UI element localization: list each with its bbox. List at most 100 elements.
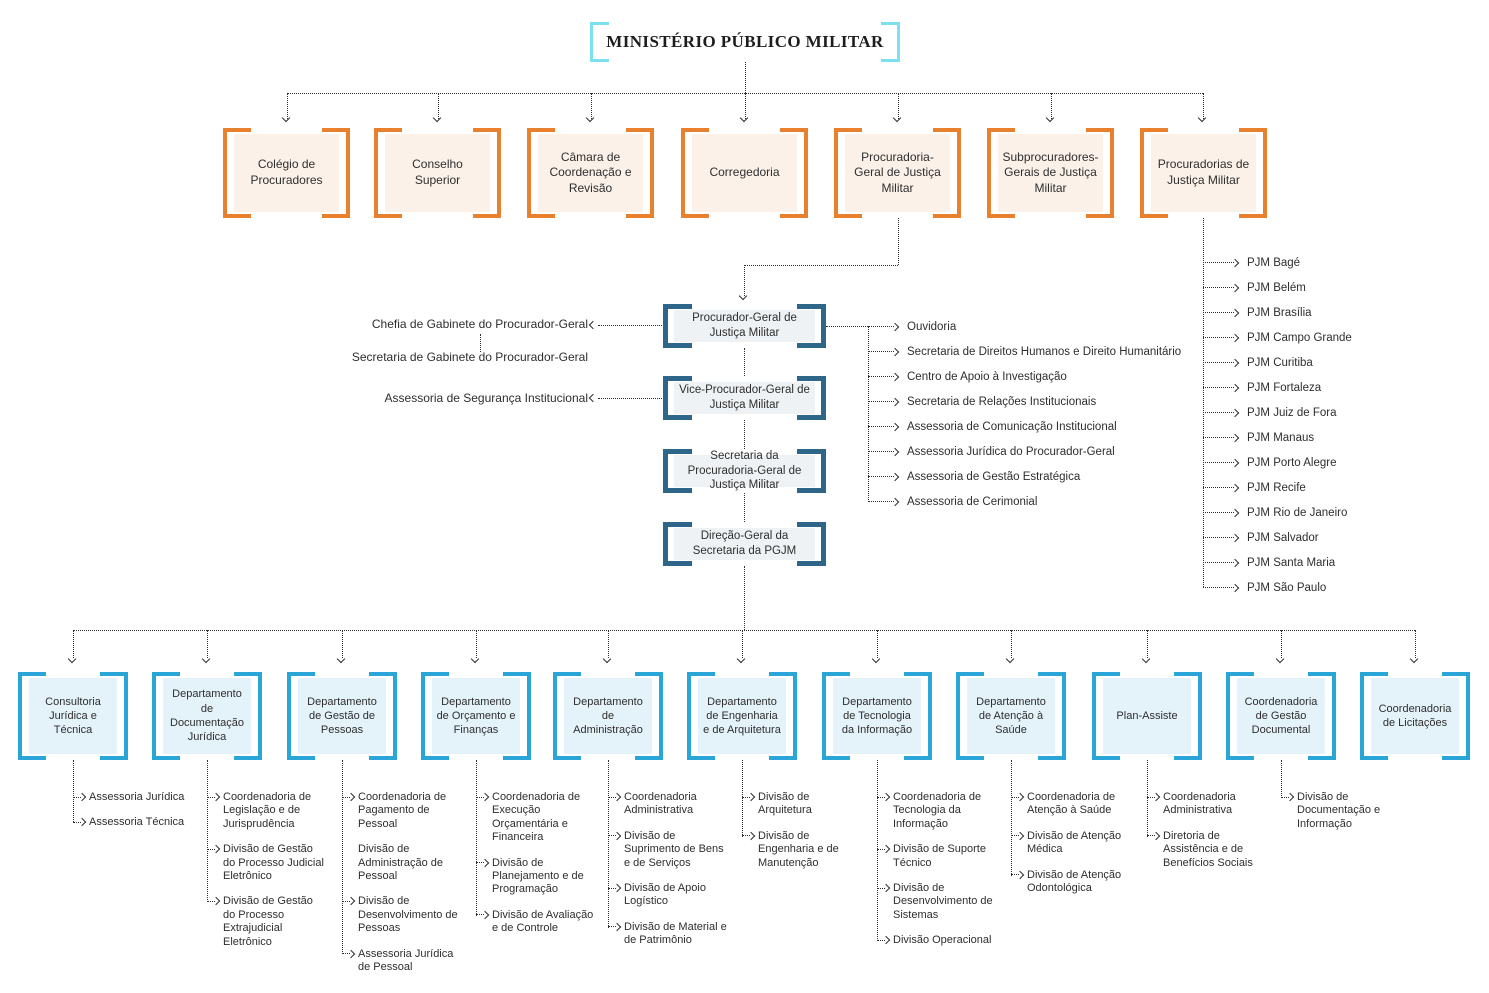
list-item-label: Divisão de Documentação e Informação — [1297, 791, 1381, 830]
list-item-label: PJM Bagé — [1247, 256, 1301, 269]
list-item-label: Divisão de Suprimento de Bens e de Servi… — [624, 829, 724, 869]
box-label: Coordenadoria de Gestão Documental — [1244, 695, 1318, 737]
list-item: Assessoria Jurídica — [73, 791, 193, 804]
arrow-down-icon — [1045, 113, 1055, 123]
list-item-label: Centro de Apoio à Investigação — [907, 370, 1067, 383]
department-box: Departamento de Engenharia e de Arquitet… — [687, 672, 797, 760]
list-item-label: PJM Campo Grande — [1247, 331, 1352, 344]
center-box-vice-procurador: Vice-Procurador-Geral de Justiça Militar — [663, 376, 826, 420]
list-item-label: Coordenadoria de Execução Orçamentária e… — [492, 791, 581, 844]
level2-box: Subprocuradores-Gerais de Justiça Milita… — [987, 128, 1114, 218]
arrow-down-icon — [432, 113, 442, 123]
connector-line — [744, 420, 745, 449]
department-box: Coordenadoria de Licitações — [1360, 672, 1470, 760]
arrow-down-icon — [281, 113, 291, 123]
connector-line — [1147, 630, 1148, 658]
list-item-label: Divisão de Apoio Logístico — [624, 882, 706, 908]
arrow-down-icon — [739, 113, 749, 123]
connector-line — [744, 493, 745, 522]
list-item: PJM Bagé — [1203, 250, 1352, 275]
connector-line — [877, 630, 878, 658]
box-label: Consultoria Jurídica e Técnica — [45, 695, 101, 737]
connector-line — [73, 630, 74, 658]
level2-box: Procuradoria-Geral de Justiça Militar — [834, 128, 961, 218]
connector-line — [1415, 630, 1416, 658]
arrow-down-icon — [736, 654, 746, 664]
arrow-down-icon — [1275, 654, 1285, 664]
arrow-right-icon — [342, 897, 356, 906]
list-item: Coordenadoria de Pagamento de Pessoal — [342, 791, 462, 831]
list-item: Assessoria de Comunicação Institucional — [868, 414, 1181, 439]
arrow-right-icon — [877, 792, 891, 802]
connector-line — [342, 630, 343, 658]
list-item: Centro de Apoio à Investigação — [868, 364, 1181, 389]
connector-line — [744, 566, 745, 630]
box-label: Plan-Assiste — [1116, 709, 1178, 722]
arrow-right-icon — [1011, 792, 1025, 802]
arrow-right-icon — [1203, 433, 1240, 442]
list-item-label: Coordenadoria de Pagamento de Pessoal — [358, 791, 447, 830]
list-item-label: Assessoria Jurídica de Pessoal — [358, 947, 454, 974]
department-box: Departamento de Administração — [553, 672, 663, 760]
list-item: PJM Porto Alegre — [1203, 450, 1352, 475]
arrow-left-icon — [588, 320, 598, 330]
list-item: PJM Rio de Janeiro — [1203, 500, 1352, 525]
list-item-label: Secretaria de Direitos Humanos e Direito… — [907, 345, 1182, 358]
list-item-label: Divisão de Arquitetura — [758, 791, 812, 817]
center-box-procurador-geral: Procurador-Geral de Justiça Militar — [663, 304, 826, 348]
list-item: PJM Juiz de Fora — [1203, 400, 1352, 425]
connector-line — [598, 398, 662, 399]
arrow-right-icon — [73, 818, 87, 827]
list-item-label: Ouvidoria — [907, 320, 957, 333]
department-box: Plan-Assiste — [1092, 672, 1202, 760]
connector-line — [898, 93, 899, 119]
list-item-label: Divisão de Suporte Técnico — [893, 843, 986, 869]
arrow-right-icon — [608, 922, 622, 932]
list-item: PJM Manaus — [1203, 425, 1352, 450]
box-label: Departamento de Tecnologia da Informação — [841, 695, 913, 737]
arrow-right-icon — [342, 949, 356, 958]
arrow-right-icon — [1203, 358, 1240, 367]
list-item: Divisão de Engenharia e de Manutenção — [742, 830, 862, 870]
arrow-right-icon — [1203, 458, 1240, 467]
list-item: Divisão de Material e de Patrimônio — [608, 921, 732, 948]
arrow-down-icon — [1141, 654, 1151, 664]
list-item-label: PJM Porto Alegre — [1247, 456, 1337, 469]
box-label: Procurador-Geral de Justiça Militar — [692, 312, 797, 339]
side-label-secretaria-gabinete: Secretaria de Gabinete do Procurador-Ger… — [351, 350, 588, 364]
list-item: PJM Belém — [1203, 275, 1352, 300]
list-item-label: Divisão de Material e de Patrimônio — [624, 920, 727, 947]
list-item-label: PJM Santa Maria — [1247, 556, 1336, 569]
box-label: Conselho Superior — [412, 157, 463, 187]
arrow-right-icon — [868, 472, 900, 481]
connector-line — [744, 348, 745, 376]
list-item-label: Assessoria Jurídica do Procurador-Geral — [907, 445, 1115, 458]
arrow-right-icon — [868, 447, 900, 456]
list-item-label: PJM São Paulo — [1247, 581, 1327, 594]
list-item-label: PJM Recife — [1247, 481, 1306, 494]
list-item-label: Divisão de Avaliação e de Controle — [492, 908, 594, 935]
arrow-right-icon — [1203, 283, 1240, 292]
list-item: Assessoria Jurídica do Procurador-Geral — [868, 439, 1181, 464]
arrow-right-icon — [868, 397, 900, 406]
arrow-right-icon — [1203, 308, 1240, 317]
level2-box: Corregedoria — [681, 128, 808, 218]
list-item-label: Divisão de Desenvolvimento de Sistemas — [893, 882, 993, 921]
level2-box: Câmara de Coordenação e Revisão — [527, 128, 654, 218]
box-label: Subprocuradores-Gerais de Justiça Milita… — [1002, 149, 1099, 195]
list-item: Assessoria Jurídica de Pessoal — [342, 948, 462, 975]
list-item: Divisão de Suporte Técnico — [877, 843, 997, 870]
arrow-right-icon — [868, 322, 900, 331]
list-item: Divisão de Atenção Médica — [1011, 830, 1135, 857]
side-label-chefia-gabinete: Chefia de Gabinete do Procurador-Geral — [371, 317, 588, 331]
arrow-right-icon — [342, 792, 356, 802]
center-box-secretaria-pgjm: Secretaria da Procuradoria-Geral de Just… — [663, 449, 826, 493]
list-item-label: PJM Curitiba — [1247, 356, 1313, 369]
arrow-down-icon — [871, 654, 881, 664]
list-item: Divisão de Apoio Logístico — [608, 882, 732, 909]
department-box: Departamento de Atenção à Saúde — [956, 672, 1066, 760]
